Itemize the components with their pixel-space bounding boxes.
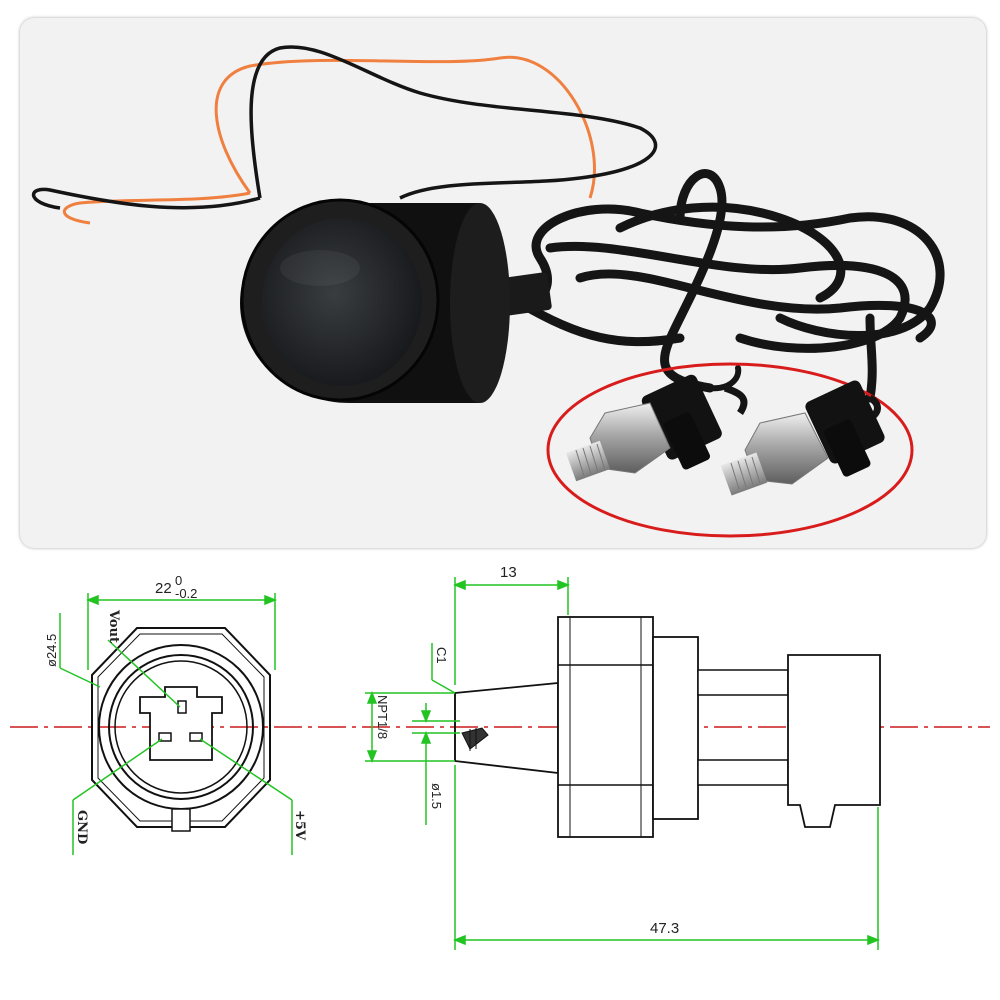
dim-total-length: 47.3 bbox=[650, 920, 679, 937]
technical-drawing: 22 0 -0.2 ø24.5 Vout GND bbox=[0, 555, 1000, 1000]
product-photo bbox=[31, 45, 945, 538]
width-dim-sup: 0 bbox=[175, 573, 182, 588]
product-photo-panel bbox=[20, 18, 986, 548]
coiled-cable bbox=[475, 169, 945, 403]
pin-gnd-label: GND bbox=[74, 810, 89, 844]
pressure-sensor-left bbox=[565, 374, 748, 482]
width-dim-sub: -0.2 bbox=[175, 586, 197, 601]
front-view: 22 0 -0.2 ø24.5 Vout GND bbox=[44, 573, 307, 855]
chamfer-label: C1 bbox=[434, 647, 449, 664]
pin-vout-label: Vout bbox=[106, 609, 121, 643]
orange-wire bbox=[62, 55, 596, 225]
dim-length-hex: 13 bbox=[500, 564, 517, 581]
black-wire bbox=[31, 45, 658, 210]
thread-label: NPT1/8 bbox=[375, 695, 390, 739]
highlight-ellipse bbox=[546, 362, 914, 538]
diameter-label: ø24.5 bbox=[44, 634, 59, 667]
pressure-sensor-right bbox=[720, 380, 885, 496]
orifice-label: ø1.5 bbox=[429, 783, 444, 809]
width-dim-main: 22 bbox=[155, 580, 172, 597]
gauge bbox=[240, 198, 552, 403]
side-view: 13 C1 NPT1/8 bbox=[365, 564, 881, 950]
pin-5v-label: +5V bbox=[292, 810, 307, 841]
drawing-canvas: 22 0 -0.2 ø24.5 Vout GND bbox=[10, 564, 990, 950]
